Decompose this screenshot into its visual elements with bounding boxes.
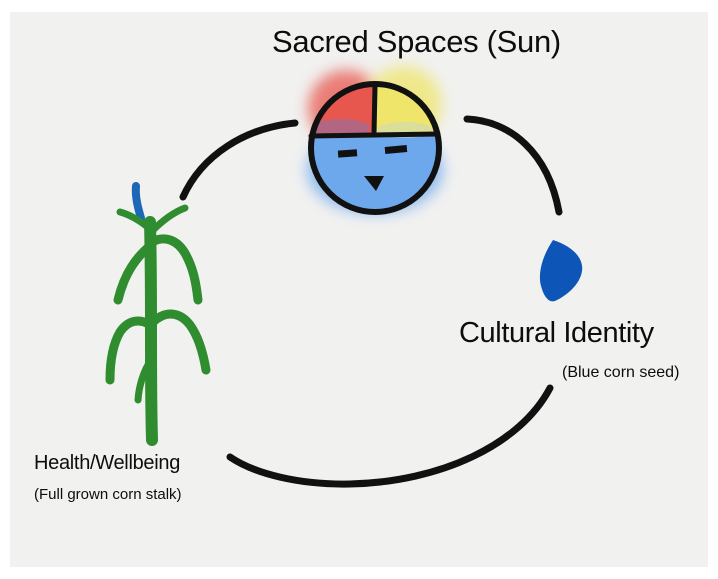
sun-right-eye xyxy=(384,145,408,154)
corn-stalk-icon xyxy=(105,182,211,446)
sun-face-icon xyxy=(307,66,443,215)
cycle-arc-sun-to-seed xyxy=(463,115,563,216)
cycle-arc-seed-to-stalk xyxy=(226,384,554,488)
health-wellbeing-label: Health/Wellbeing xyxy=(34,452,181,474)
health-wellbeing-sublabel: (Full grown corn stalk) xyxy=(34,486,182,503)
blue-corn-seed-icon xyxy=(539,240,583,302)
sacred-spaces-label: Sacred Spaces (Sun) xyxy=(272,24,561,59)
sun-mouth xyxy=(364,176,384,191)
sun-left-eye xyxy=(337,149,358,158)
cycle-arc-stalk-to-sun xyxy=(179,119,299,201)
cultural-identity-sublabel: (Blue corn seed) xyxy=(562,364,680,381)
cultural-identity-label: Cultural Identity xyxy=(459,317,654,349)
